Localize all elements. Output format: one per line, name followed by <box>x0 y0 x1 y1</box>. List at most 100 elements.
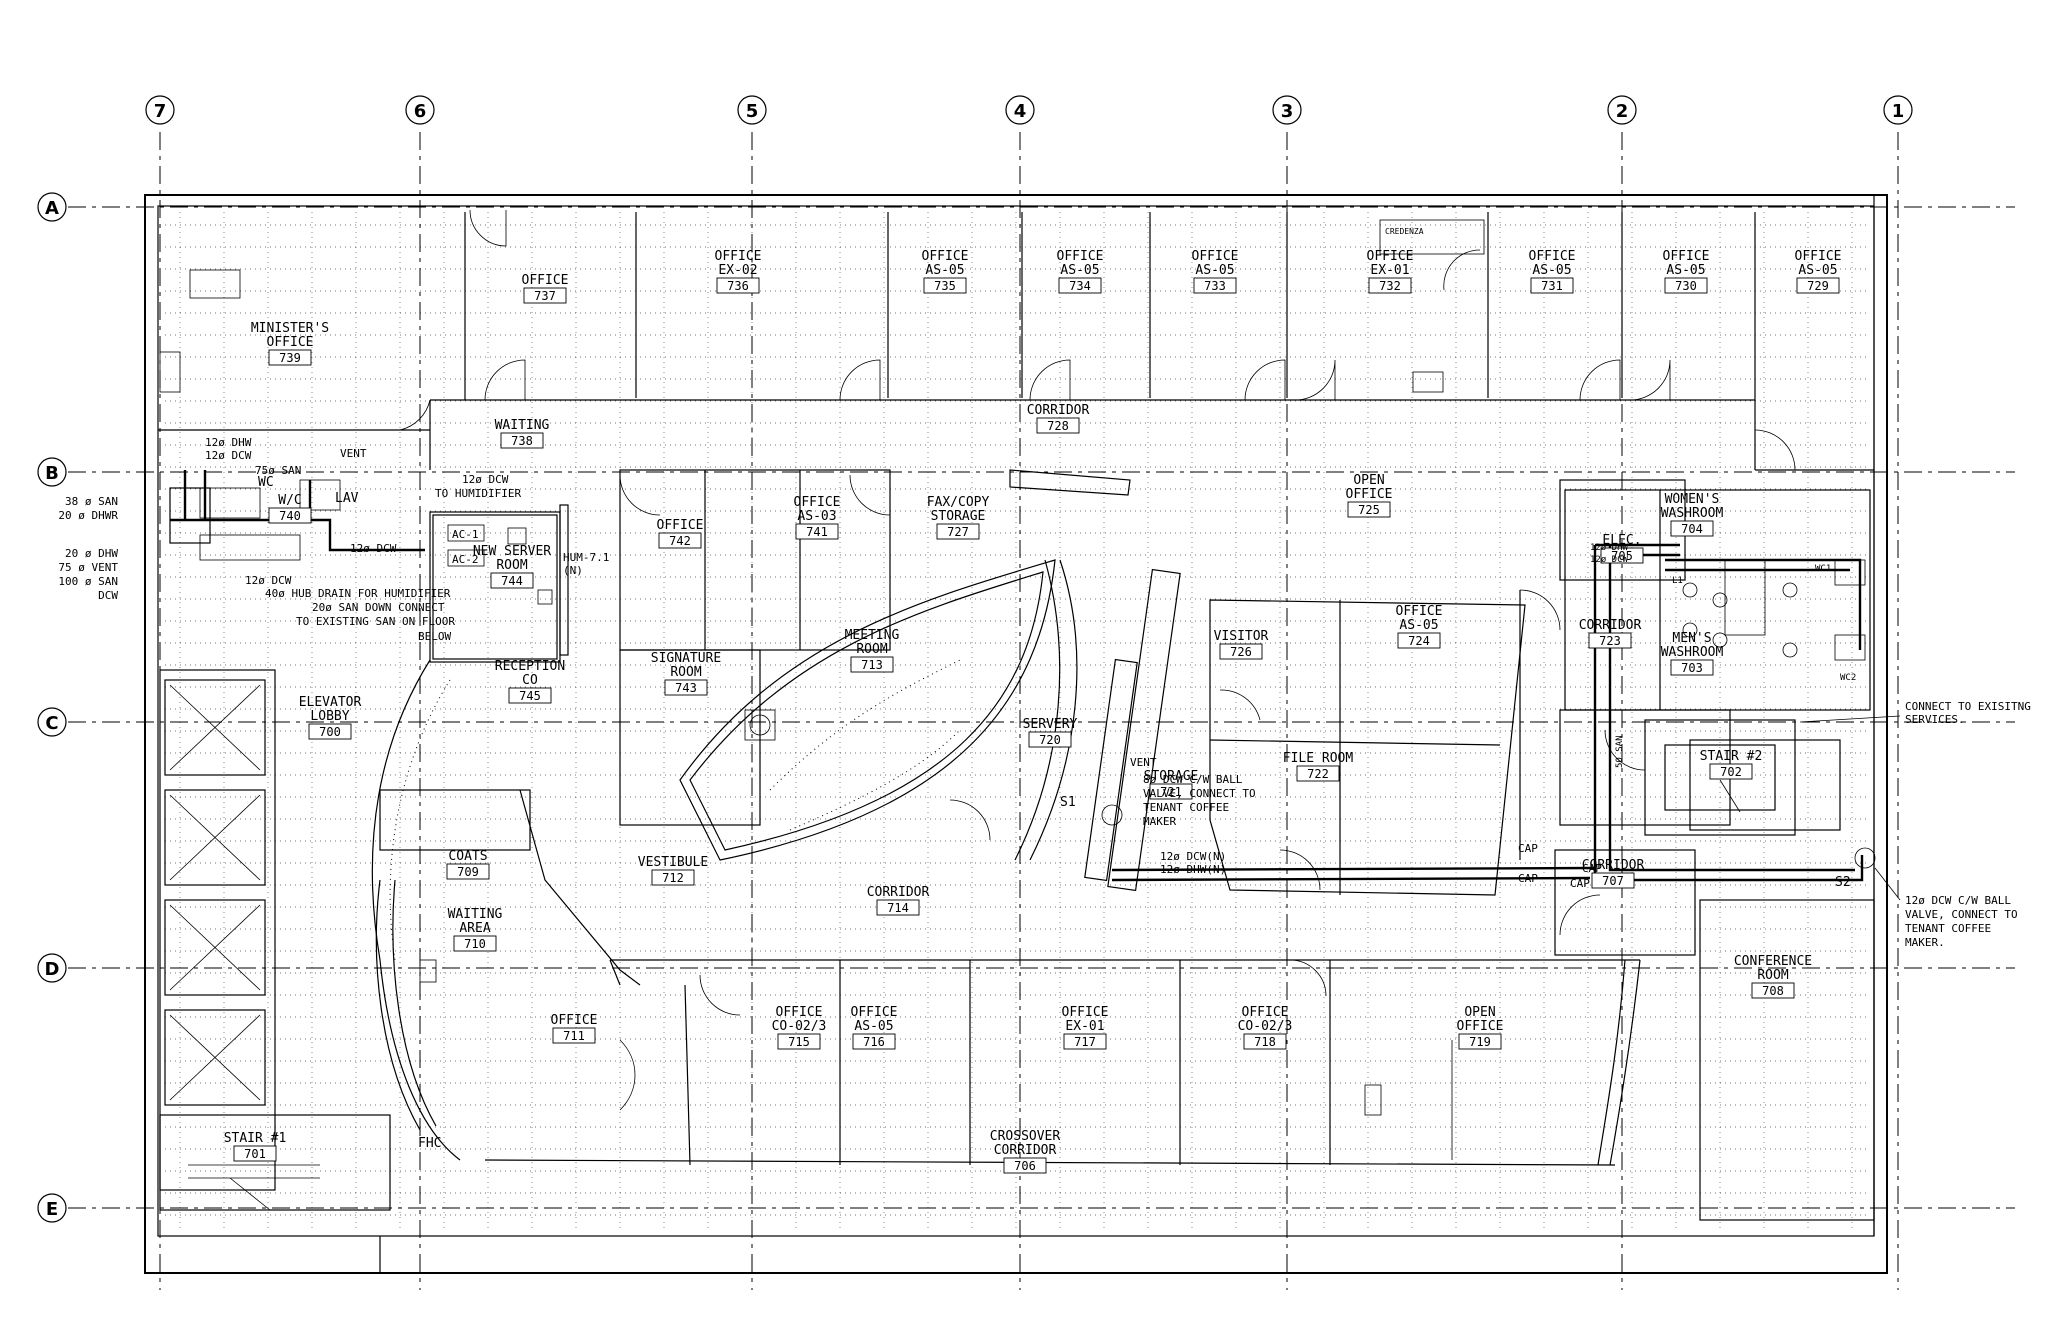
room-number-box <box>936 523 980 540</box>
room-name: ROOM <box>856 642 887 657</box>
room-number-box <box>508 687 552 704</box>
room-number-box <box>500 432 544 449</box>
room-name: FILE ROOM <box>1283 751 1354 766</box>
room-number-box <box>233 1145 277 1162</box>
note-wc2: WC2 <box>1840 673 1856 683</box>
room-name: OFFICE <box>1346 487 1393 502</box>
svg-text:B: B <box>45 463 59 484</box>
grid-bubble-B: B <box>37 457 67 487</box>
room-name: OFFICE <box>1396 604 1443 619</box>
note-san-down: 20ø SAN DOWN CONNECT <box>312 601 445 614</box>
room-name: MEN'S <box>1672 631 1711 646</box>
room-number: 734 <box>1069 279 1091 293</box>
room-number: 726 <box>1230 645 1252 659</box>
room-number-box <box>923 277 967 294</box>
note-below: BELOW <box>418 630 451 643</box>
room-name: CO-02/3 <box>1238 1019 1293 1034</box>
room-number-box <box>1368 277 1412 294</box>
room-name: OPEN <box>1353 473 1384 488</box>
room-name: OFFICE <box>851 1005 898 1020</box>
svg-text:6: 6 <box>414 101 427 122</box>
room-name: LOBBY <box>310 709 349 724</box>
note-ballvalve-3: TENANT COFFEE <box>1905 922 1991 935</box>
server-room <box>429 511 561 663</box>
note-wc: WC <box>258 475 274 490</box>
room-name: WAITING <box>495 418 550 433</box>
room-number-box <box>1036 417 1080 434</box>
svg-text:D: D <box>45 959 60 980</box>
row-grid-bubbles: A B C D E <box>37 192 67 1223</box>
room-name: AREA <box>459 921 490 936</box>
room-name: EX-01 <box>1065 1019 1104 1034</box>
note-wh-dcw: 12ø DCW <box>1590 555 1629 565</box>
room-number: 717 <box>1074 1035 1096 1049</box>
svg-text:1: 1 <box>1892 101 1905 122</box>
room-number-box <box>1530 277 1574 294</box>
note-dcw-humid: 12ø DCW <box>462 473 509 486</box>
room-name: OFFICE <box>1192 249 1239 264</box>
note-credenza: CREDENZA <box>1385 227 1424 236</box>
room-number-box <box>664 679 708 696</box>
room-number-box <box>1243 1033 1287 1050</box>
room-name: CORRIDOR <box>994 1143 1057 1158</box>
room-number: 710 <box>464 937 486 951</box>
room-name: ELEVATOR <box>299 695 362 710</box>
room-number-box <box>1347 501 1391 518</box>
room-name: WASHROOM <box>1661 645 1724 660</box>
room-number-box <box>1600 547 1644 564</box>
note-dhw12: 12ø DHW <box>205 436 252 449</box>
room-name: VISITOR <box>1214 629 1269 644</box>
room-number: 737 <box>534 289 556 303</box>
room-number: 713 <box>861 658 883 672</box>
grid-bubble-6: 6 <box>405 95 435 125</box>
room-number: 714 <box>887 901 909 915</box>
elevator-car-2 <box>164 789 266 886</box>
room-name: OFFICE <box>1529 249 1576 264</box>
room-name: OFFICE <box>267 335 314 350</box>
room-number-box <box>268 507 312 524</box>
svg-text:C: C <box>45 713 58 734</box>
note-dcw-n: 12ø DCW(N) <box>1160 850 1226 863</box>
room-name: CONFERENCE <box>1734 954 1812 969</box>
room-name: ROOM <box>1757 968 1788 983</box>
room-name: SIGNATURE <box>651 651 721 666</box>
room-number-box <box>1751 982 1795 999</box>
note-to-existing: TO EXISTING SAN ON FLOOR <box>296 615 455 628</box>
room-name: OFFICE <box>1062 1005 1109 1020</box>
room-number: 743 <box>675 681 697 695</box>
svg-text:A: A <box>45 198 59 219</box>
room-number: 723 <box>1599 634 1621 648</box>
room-number-box <box>490 572 534 589</box>
room-name: OFFICE <box>1663 249 1710 264</box>
note-dhw-n: 12ø DHW(N) <box>1160 863 1226 876</box>
room-number-box <box>453 935 497 952</box>
room-number: 708 <box>1762 984 1784 998</box>
room-number: 733 <box>1204 279 1226 293</box>
svg-text:5: 5 <box>746 101 759 122</box>
room-name: AS-05 <box>1798 263 1837 278</box>
room-number: 739 <box>279 351 301 365</box>
grid-bubble-2: 2 <box>1607 95 1637 125</box>
note-connect-existing: CONNECT TO EXISITNG <box>1905 700 2031 713</box>
note-hum-n: (N) <box>563 564 583 577</box>
room-name: RECEPTION <box>495 659 565 674</box>
room-name: OFFICE <box>1242 1005 1289 1020</box>
room-name: ELEC. <box>1602 533 1641 548</box>
note-cap-3: CAP <box>1582 862 1602 875</box>
room-number: 706 <box>1014 1159 1036 1173</box>
room-name: ROOM <box>496 558 527 573</box>
